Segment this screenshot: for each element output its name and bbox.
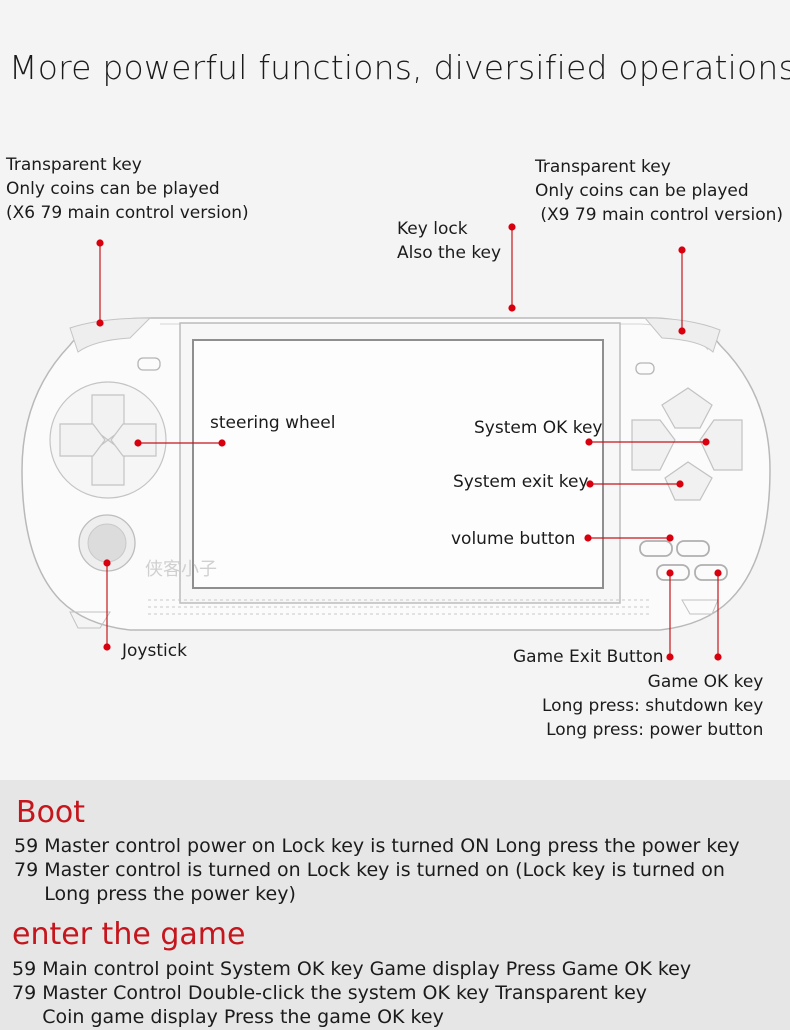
label-joystick: Joystick (122, 641, 187, 661)
small-pill-buttons (639, 540, 728, 581)
callout-markers (96, 223, 722, 661)
boot-heading: Boot (16, 795, 86, 830)
label-steering-wheel: steering wheel (210, 413, 336, 433)
label-volume-button: volume button (451, 529, 576, 549)
label-transparent-key-right: Transparent key Only coins can be played… (535, 157, 784, 225)
right-small-button (635, 362, 655, 375)
label-game-ok-key: Game OK key Long press: shutdown key Lon… (542, 672, 764, 740)
boot-line-59: 59 Master control power on Lock key is t… (14, 835, 740, 857)
label-transparent-key-left: Transparent key Only coins can be played… (6, 155, 249, 223)
enter-game-heading: enter the game (12, 917, 246, 952)
enter-game-line-59: 59 Main control point System OK key Game… (12, 958, 692, 980)
instructions-panel (0, 780, 790, 1030)
enter-game-line-79: 79 Master Control Double-click the syste… (12, 982, 648, 1028)
page-title: More powerful functions, diversified ope… (9, 48, 790, 87)
action-buttons (631, 387, 743, 501)
watermark: 侠客小子 (145, 559, 217, 580)
left-shoulder-key (69, 317, 152, 353)
label-key-lock: Key lock Also the key (397, 219, 502, 263)
left-small-button (137, 357, 161, 371)
boot-line-79: 79 Master control is turned on Lock key … (14, 859, 725, 905)
label-system-ok-key: System OK key (474, 418, 603, 438)
right-shoulder-key (643, 317, 721, 353)
steering-wheel-dpad (49, 381, 167, 499)
leader-lines (99, 227, 719, 657)
console-illustration (21, 223, 771, 661)
label-system-exit-key: System exit key (453, 472, 589, 492)
label-game-exit-button: Game Exit Button (513, 647, 664, 667)
screen (192, 339, 604, 589)
